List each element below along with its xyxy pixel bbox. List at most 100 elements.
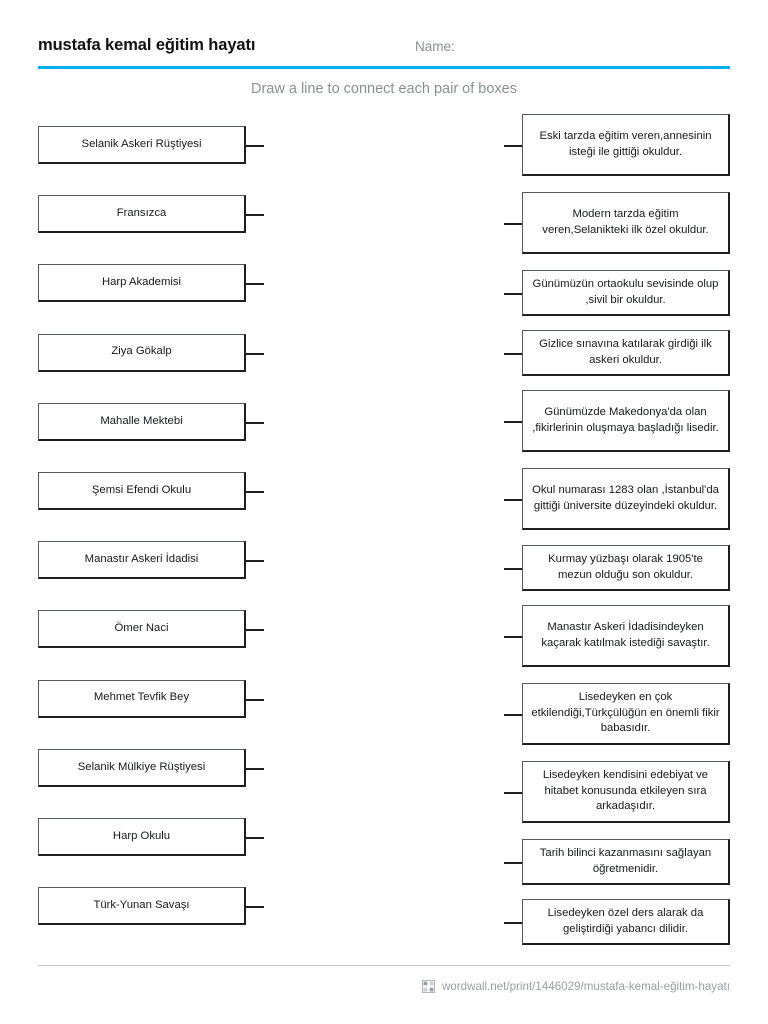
connector-stub[interactable] <box>246 767 264 770</box>
right-box[interactable]: Lisedeyken kendisini edebiyat ve hitabet… <box>504 761 730 823</box>
left-box[interactable]: Ömer Naci <box>38 610 264 649</box>
right-box-body[interactable]: Kurmay yüzbaşı olarak 1905'te mezun oldu… <box>522 545 730 591</box>
connector-stub[interactable] <box>246 560 264 563</box>
left-box-label: Şemsi Efendi Okulu <box>91 483 192 496</box>
left-box-body[interactable]: Türk-Yunan Savaşı <box>38 887 246 926</box>
connector-stub[interactable] <box>504 636 522 638</box>
connector-stub[interactable] <box>246 352 264 355</box>
left-box-body[interactable]: Mahalle Mektebi <box>38 402 246 441</box>
left-box[interactable]: Selanik Askeri Rüştiyesi <box>38 126 264 164</box>
right-box-label: Günümüzde Makedonya'da olan ,fikirlerini… <box>532 406 719 434</box>
left-box-body[interactable]: Selanik Askeri Rüştiyesi <box>38 126 246 164</box>
right-box-label: Gizlice sınavına katılarak girdiği ilk a… <box>539 338 712 366</box>
right-box-label: Lisedeyken kendisini edebiyat ve hitabet… <box>542 769 709 813</box>
right-box[interactable]: Günümüzün ortaokulu sevisinde olup ,sivi… <box>504 270 730 316</box>
connector-stub[interactable] <box>246 283 264 286</box>
connector-stub[interactable] <box>504 568 522 570</box>
connector-stub[interactable] <box>504 792 522 794</box>
left-box-label: Selanik Mülkiye Rüştiyesi <box>77 760 206 773</box>
right-box-body[interactable]: Manastır Askeri İdadisindeyken kaçarak k… <box>522 605 730 667</box>
connector-stub[interactable] <box>504 922 522 924</box>
right-box-body[interactable]: Tarih bilinci kazanmasını sağlayan öğret… <box>522 839 730 885</box>
left-box-body[interactable]: Selanik Mülkiye Rüştiyesi <box>38 748 246 787</box>
left-box-body[interactable]: Mehmet Tevfik Bey <box>38 679 246 718</box>
right-box-label: Kurmay yüzbaşı olarak 1905'te mezun oldu… <box>548 553 703 581</box>
right-box-body[interactable]: Lisedeyken en çok etkilendiği,Türkçülüğü… <box>522 683 730 745</box>
left-box-label: Mehmet Tevfik Bey <box>93 691 190 704</box>
connector-stub[interactable] <box>504 293 522 295</box>
right-box[interactable]: Lisedeyken en çok etkilendiği,Türkçülüğü… <box>504 683 730 745</box>
header-divider <box>38 66 730 69</box>
right-box-body[interactable]: Günümüzün ortaokulu sevisinde olup ,sivi… <box>522 270 730 316</box>
left-box[interactable]: Şemsi Efendi Okulu <box>38 472 264 510</box>
connector-stub[interactable] <box>246 837 264 839</box>
right-box[interactable]: Gizlice sınavına katılarak girdiği ilk a… <box>504 330 730 376</box>
connector-stub[interactable] <box>504 223 522 225</box>
right-box-label: Günümüzün ortaokulu sevisinde olup ,sivi… <box>532 278 719 306</box>
left-box[interactable]: Selanik Mülkiye Rüştiyesi <box>38 748 264 787</box>
right-box[interactable]: Manastır Askeri İdadisindeyken kaçarak k… <box>504 605 730 667</box>
page-title: mustafa kemal eğitim hayatı <box>38 36 256 54</box>
right-box-body[interactable]: Eski tarzda eğitim veren,annesinin isteğ… <box>522 114 730 176</box>
right-box[interactable]: Tarih bilinci kazanmasını sağlayan öğret… <box>504 839 730 885</box>
connector-stub[interactable] <box>246 698 264 701</box>
left-box[interactable]: Harp Okulu <box>38 818 264 856</box>
left-box-body[interactable]: Fransızca <box>38 195 246 234</box>
connector-stub[interactable] <box>246 629 264 632</box>
left-box-body[interactable]: Manastır Askeri İdadisi <box>38 541 246 580</box>
left-box-body[interactable]: Şemsi Efendi Okulu <box>38 472 246 510</box>
left-box-body[interactable]: Harp Okulu <box>38 818 246 856</box>
right-box-label: Okul numarası 1283 olan ,İstanbul'da git… <box>532 484 719 512</box>
wordwall-grid-logo-icon <box>421 979 435 993</box>
left-box[interactable]: Manastır Askeri İdadisi <box>38 541 264 580</box>
right-box-body[interactable]: Gizlice sınavına katılarak girdiği ilk a… <box>522 330 730 376</box>
connector-stub[interactable] <box>246 421 264 424</box>
left-box-label: Türk-Yunan Savaşı <box>93 898 190 911</box>
right-box-body[interactable]: Modern tarzda eğitim veren,Selanikteki i… <box>522 192 730 254</box>
left-box-body[interactable]: Ziya Gökalp <box>38 333 246 372</box>
left-box-body[interactable]: Harp Akademisi <box>38 264 246 303</box>
right-box-label: Eski tarzda eğitim veren,annesinin isteğ… <box>539 130 712 158</box>
connector-stub[interactable] <box>246 214 264 217</box>
name-field-label: Name: <box>415 39 455 54</box>
left-box[interactable]: Fransızca <box>38 195 264 234</box>
connector-stub[interactable] <box>504 499 522 501</box>
connector-stub[interactable] <box>504 353 522 355</box>
left-box-label: Fransızca <box>116 206 167 219</box>
right-box-label: Lisedeyken özel ders alarak da geliştird… <box>547 907 704 935</box>
left-box[interactable]: Türk-Yunan Savaşı <box>38 887 264 926</box>
connector-stub[interactable] <box>504 145 522 147</box>
right-box-body[interactable]: Günümüzde Makedonya'da olan ,fikirlerini… <box>522 390 730 452</box>
right-box[interactable]: Modern tarzda eğitim veren,Selanikteki i… <box>504 192 730 254</box>
left-box-label: Selanik Askeri Rüştiyesi <box>81 137 202 150</box>
connector-stub[interactable] <box>504 714 522 716</box>
connector-stub[interactable] <box>246 906 264 909</box>
right-box-body[interactable]: Okul numarası 1283 olan ,İstanbul'da git… <box>522 468 730 530</box>
right-box[interactable]: Kurmay yüzbaşı olarak 1905'te mezun oldu… <box>504 545 730 591</box>
left-box[interactable]: Harp Akademisi <box>38 264 264 303</box>
left-box-body[interactable]: Ömer Naci <box>38 610 246 649</box>
right-box[interactable]: Lisedeyken özel ders alarak da geliştird… <box>504 899 730 945</box>
left-box-label: Ömer Naci <box>114 622 169 635</box>
right-box-label: Lisedeyken en çok etkilendiği,Türkçülüğü… <box>531 691 720 735</box>
right-box-body[interactable]: Lisedeyken kendisini edebiyat ve hitabet… <box>522 761 730 823</box>
right-box-label: Tarih bilinci kazanmasını sağlayan öğret… <box>539 847 712 875</box>
left-box[interactable]: Ziya Gökalp <box>38 333 264 372</box>
right-box[interactable]: Okul numarası 1283 olan ,İstanbul'da git… <box>504 468 730 530</box>
footer-url: wordwall.net/print/1446029/mustafa-kemal… <box>441 979 730 993</box>
connector-stub[interactable] <box>504 421 522 423</box>
connector-stub[interactable] <box>246 145 264 147</box>
connector-stub[interactable] <box>246 491 264 493</box>
right-box[interactable]: Eski tarzda eğitim veren,annesinin isteğ… <box>504 114 730 176</box>
connector-stub[interactable] <box>504 862 522 864</box>
right-box[interactable]: Günümüzde Makedonya'da olan ,fikirlerini… <box>504 390 730 452</box>
footer: wordwall.net/print/1446029/mustafa-kemal… <box>38 975 730 997</box>
left-box[interactable]: Mahalle Mektebi <box>38 402 264 441</box>
footer-divider <box>38 965 730 966</box>
right-box-body[interactable]: Lisedeyken özel ders alarak da geliştird… <box>522 899 730 945</box>
left-box[interactable]: Mehmet Tevfik Bey <box>38 679 264 718</box>
left-box-label: Harp Akademisi <box>101 276 182 289</box>
right-box-label: Manastır Askeri İdadisindeyken kaçarak k… <box>541 621 710 649</box>
left-box-label: Harp Okulu <box>112 829 171 842</box>
